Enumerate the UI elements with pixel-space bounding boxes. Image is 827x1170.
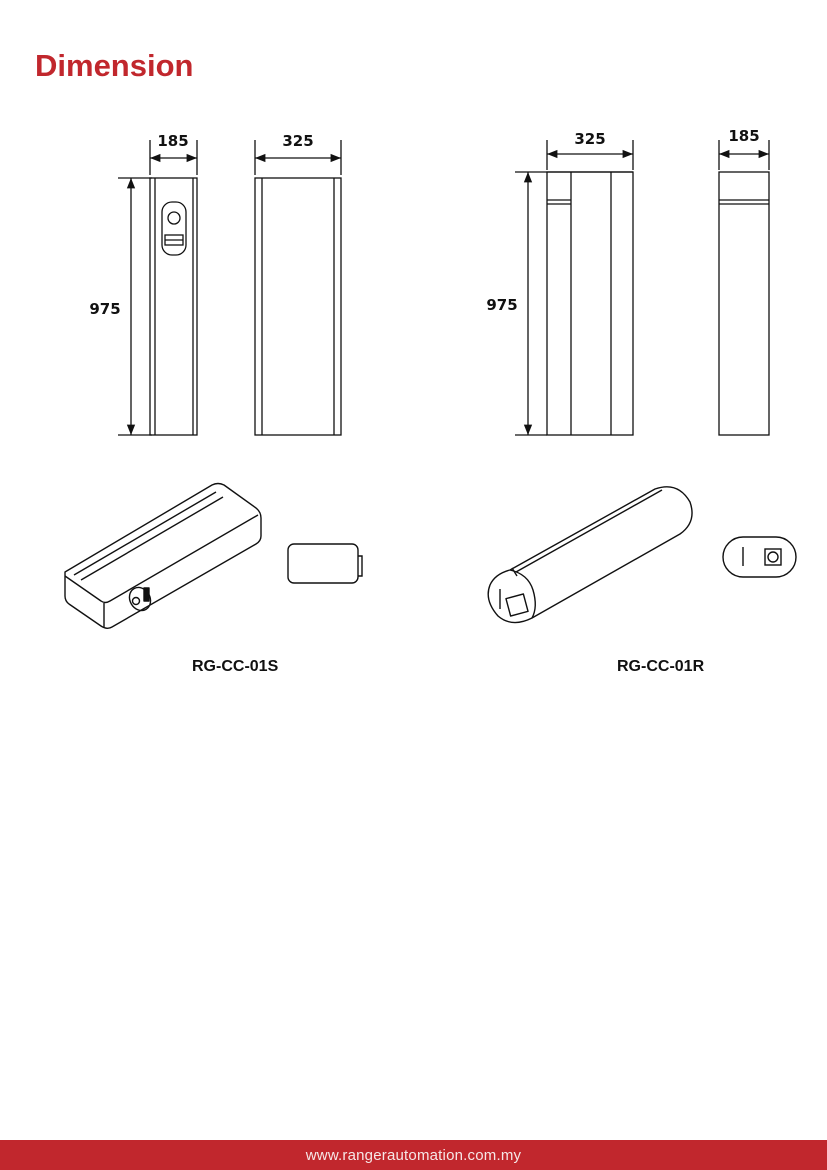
model-s-height-label: 975 (89, 300, 120, 318)
model-s-width-label: 185 (157, 132, 188, 150)
model-name-r: RG-CC-01R (617, 658, 705, 675)
model-s-front-view (254, 140, 342, 436)
footer-website[interactable]: www.rangerautomation.com.my (305, 1146, 522, 1164)
model-s-isometric-view (64, 482, 262, 629)
page-title: Dimension (35, 48, 194, 83)
model-r-keypad-module (722, 536, 797, 578)
model-r-isometric-view (487, 486, 693, 624)
model-s-keypad-module (287, 543, 363, 584)
model-r-length-label: 325 (574, 130, 605, 148)
model-s-length-label: 325 (282, 132, 313, 150)
model-r-width-label: 185 (728, 127, 759, 145)
model-s-side-view (118, 140, 198, 436)
model-r-front-view (515, 140, 634, 436)
footer-bar: www.rangerautomation.com.my (0, 1140, 827, 1170)
model-r-height-label: 975 (486, 296, 517, 314)
model-r-side-view (718, 140, 770, 436)
model-name-s: RG-CC-01S (192, 658, 279, 675)
